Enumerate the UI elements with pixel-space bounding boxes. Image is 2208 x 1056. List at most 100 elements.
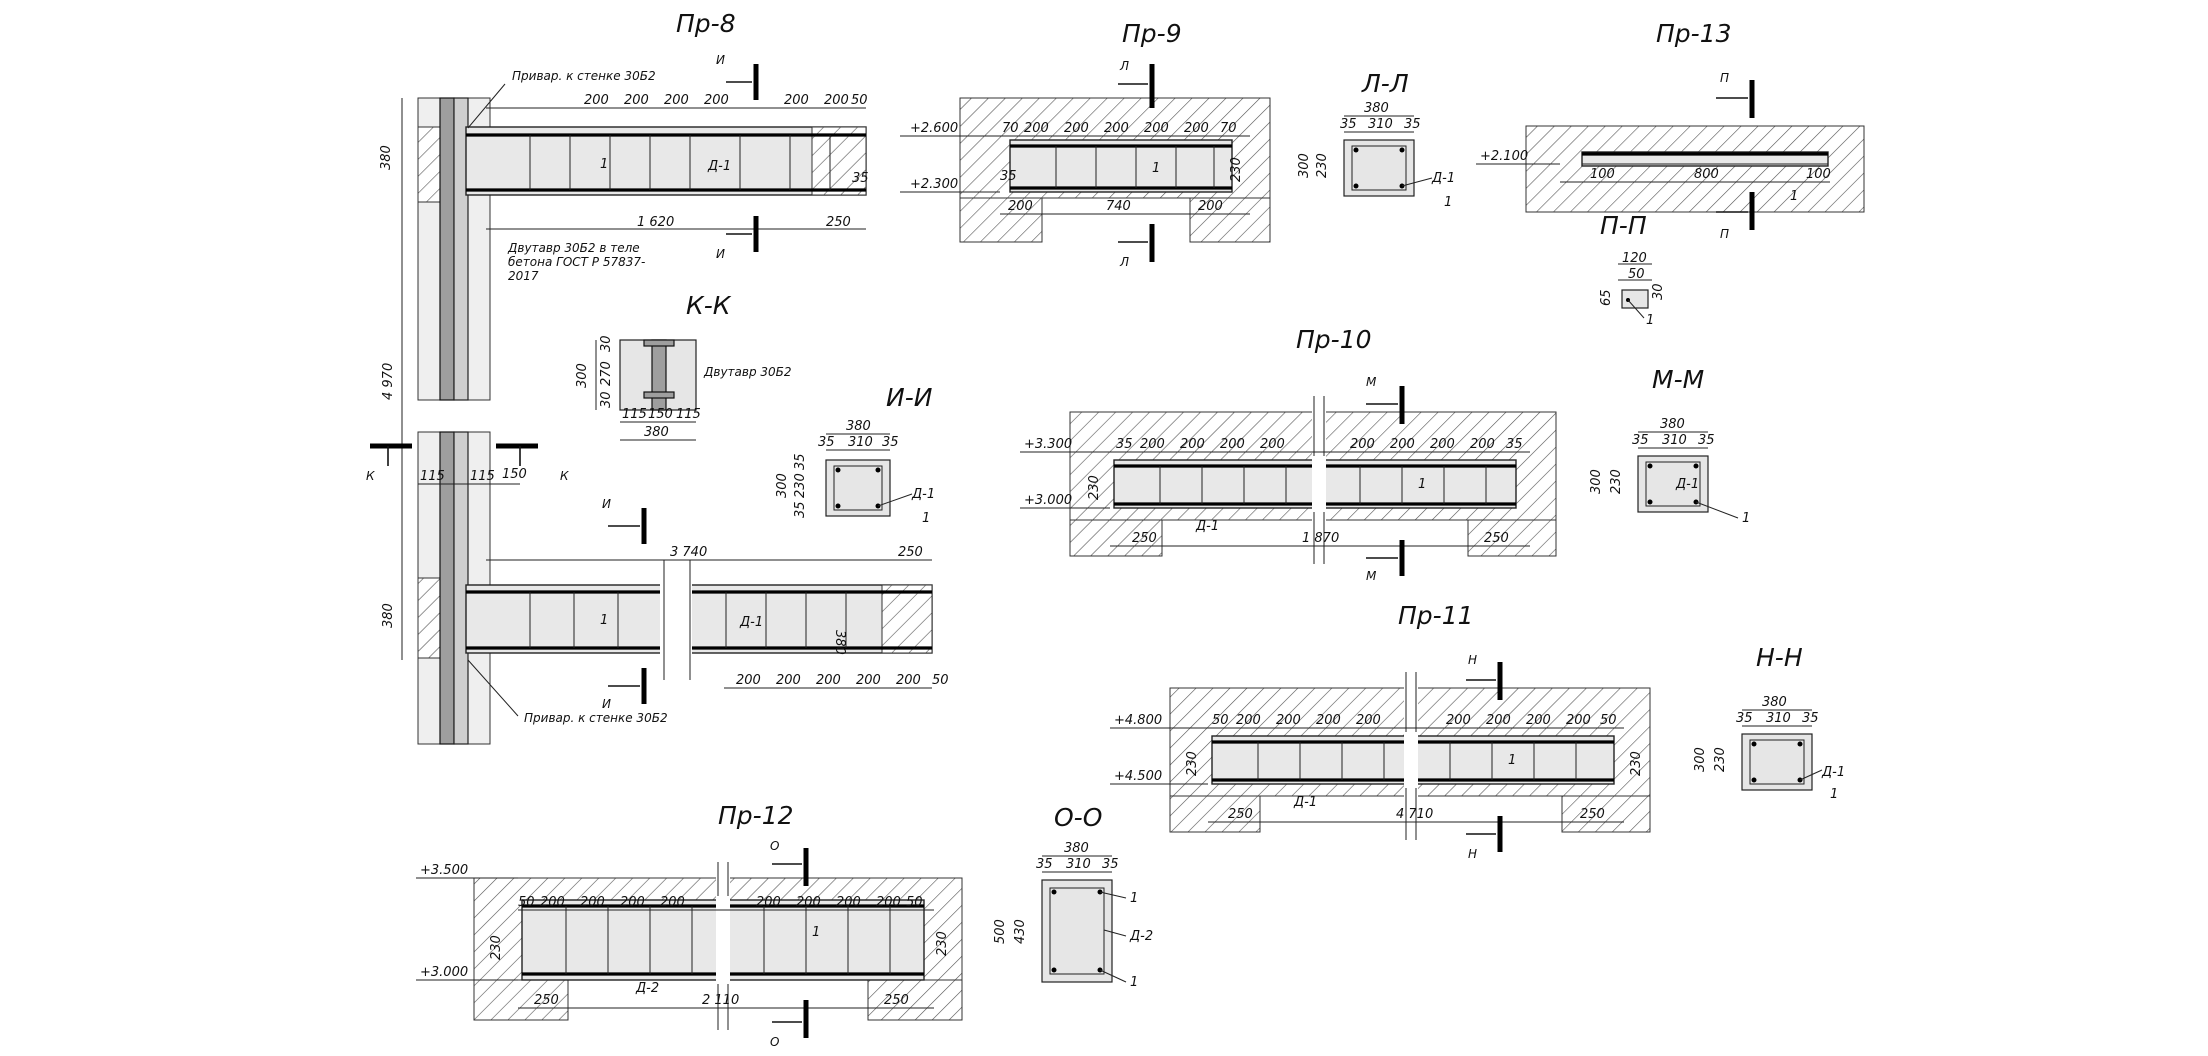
ii-section: И-И 380 35 310 35 300 230 35 35 Д-1 1	[775, 383, 935, 526]
svg-text:Д-1: Д-1	[1293, 795, 1317, 810]
svg-text:200: 200	[1566, 713, 1591, 728]
svg-text:200: 200	[1140, 437, 1165, 452]
svg-text:+2.600: +2.600	[910, 121, 958, 136]
svg-text:2017: 2017	[508, 269, 539, 283]
svg-text:230: 230	[1629, 751, 1644, 776]
svg-text:1: 1	[922, 511, 930, 526]
svg-text:300: 300	[575, 363, 590, 388]
svg-text:200: 200	[856, 673, 881, 688]
svg-text:200: 200	[784, 93, 809, 108]
svg-text:380: 380	[1364, 101, 1389, 116]
svg-text:+3.000: +3.000	[420, 965, 468, 980]
svg-text:200: 200	[1486, 713, 1511, 728]
note-weld-bottom: Привар. к стенке 30Б2	[524, 711, 668, 725]
svg-text:35: 35	[1632, 433, 1649, 448]
svg-text:310: 310	[1368, 117, 1393, 132]
svg-text:50: 50	[932, 673, 949, 688]
ii-concrete	[825, 459, 891, 517]
svg-text:+3.300: +3.300	[1024, 437, 1072, 452]
svg-text:35: 35	[1802, 711, 1819, 726]
svg-text:Д-1: Д-1	[1821, 765, 1845, 780]
svg-text:115: 115	[420, 469, 445, 484]
pr8-support-upper	[811, 126, 867, 196]
wall-hatch-lower	[417, 577, 443, 659]
svg-text:35: 35	[1736, 711, 1753, 726]
svg-text:230: 230	[793, 473, 808, 498]
svg-text:Д-1: Д-1	[739, 615, 763, 630]
svg-text:740: 740	[1106, 199, 1131, 214]
svg-text:1: 1	[600, 613, 608, 628]
svg-text:120: 120	[1622, 251, 1647, 266]
svg-text:200: 200	[736, 673, 761, 688]
title-kk: К-К	[686, 291, 732, 320]
nn-section: Н-Н 380 35 310 35 300 230 Д-1 1	[1693, 643, 1845, 802]
svg-text:200: 200	[1526, 713, 1551, 728]
svg-text:200: 200	[1220, 437, 1245, 452]
svg-text:200: 200	[1276, 713, 1301, 728]
pr10-drawing: Пр-10 35 200 200 200 200 200 200 200 200…	[1020, 325, 1557, 583]
svg-text:200: 200	[1024, 121, 1049, 136]
title-pr10: Пр-10	[1296, 325, 1372, 354]
title-pr13: Пр-13	[1656, 19, 1732, 48]
svg-text:35: 35	[1102, 857, 1119, 872]
svg-text:115: 115	[622, 407, 647, 422]
svg-text:35: 35	[882, 435, 899, 450]
svg-text:Л: Л	[1119, 59, 1129, 73]
svg-text:1: 1	[1508, 753, 1516, 768]
pr8-drawing: Пр-8 200 200 200 200 200 200 50 1 620	[366, 9, 949, 745]
svg-text:200: 200	[776, 673, 801, 688]
svg-text:35: 35	[793, 453, 808, 470]
svg-text:30: 30	[599, 391, 614, 408]
svg-text:200: 200	[1104, 121, 1129, 136]
svg-text:И: И	[716, 247, 725, 261]
svg-text:200: 200	[876, 895, 901, 910]
svg-text:430: 430	[1013, 919, 1028, 944]
svg-text:М: М	[1366, 375, 1377, 389]
svg-text:310: 310	[1066, 857, 1091, 872]
svg-text:500: 500	[993, 919, 1008, 944]
svg-text:И: И	[602, 697, 611, 711]
svg-text:Д-1: Д-1	[911, 487, 935, 502]
svg-text:300: 300	[1589, 469, 1604, 494]
svg-text:200: 200	[580, 895, 605, 910]
svg-text:+3.500: +3.500	[420, 863, 468, 878]
svg-text:200: 200	[796, 895, 821, 910]
svg-text:100: 100	[1806, 167, 1831, 182]
pp-section: П-П 120 50 65 30 1	[1599, 211, 1666, 328]
svg-text:4 710: 4 710	[1396, 807, 1433, 822]
svg-text:200: 200	[1430, 437, 1455, 452]
svg-text:200: 200	[1180, 437, 1205, 452]
svg-text:1: 1	[1152, 161, 1160, 176]
svg-text:300: 300	[1693, 747, 1708, 772]
svg-text:270: 270	[599, 361, 614, 386]
svg-text:300: 300	[1297, 153, 1312, 178]
svg-text:310: 310	[848, 435, 873, 450]
ibeam-web-upper	[439, 97, 455, 401]
svg-text:70: 70	[1002, 121, 1019, 136]
svg-text:1: 1	[1742, 511, 1750, 526]
svg-text:250: 250	[1580, 807, 1605, 822]
svg-text:310: 310	[1766, 711, 1791, 726]
pr8-beam-lower	[465, 584, 933, 654]
svg-text:+4.500: +4.500	[1114, 769, 1162, 784]
svg-text:35: 35	[1698, 433, 1715, 448]
svg-text:200: 200	[1184, 121, 1209, 136]
wall-hatch-upper	[417, 126, 443, 203]
svg-text:200: 200	[660, 895, 685, 910]
svg-text:115: 115	[676, 407, 701, 422]
svg-text:Д-1: Д-1	[1195, 519, 1219, 534]
svg-text:1 870: 1 870	[1302, 531, 1339, 546]
svg-text:Д-1: Д-1	[707, 159, 731, 174]
pr8-support-lower	[881, 584, 933, 654]
svg-text:1: 1	[1130, 975, 1138, 990]
svg-text:1: 1	[1830, 787, 1838, 802]
svg-text:35: 35	[793, 501, 808, 518]
svg-text:250: 250	[1228, 807, 1253, 822]
svg-text:200: 200	[664, 93, 689, 108]
svg-text:200: 200	[1064, 121, 1089, 136]
svg-text:35: 35	[1404, 117, 1421, 132]
svg-text:35: 35	[1506, 437, 1523, 452]
svg-text:250: 250	[1132, 531, 1157, 546]
svg-text:Д-2: Д-2	[635, 981, 659, 996]
svg-text:250: 250	[1484, 531, 1509, 546]
